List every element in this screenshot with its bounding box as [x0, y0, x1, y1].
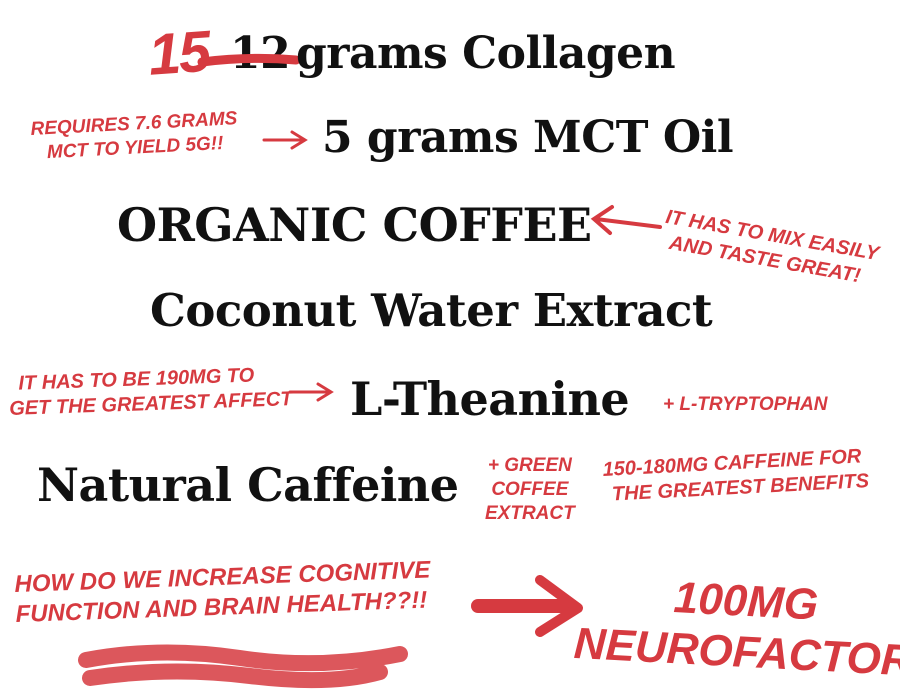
mct-label: 5 grams MCT Oil — [322, 112, 734, 163]
collagen-old-amount: 12 — [230, 28, 291, 79]
coffee-note: It has to mix easily and taste great! — [659, 205, 880, 292]
caffeine-addon-line: Extract — [485, 502, 575, 524]
arrow-left-icon — [590, 205, 662, 235]
caffeine-note: 150-180mg caffeine for the greatest bene… — [602, 444, 870, 508]
collagen-label: grams Collagen — [296, 28, 676, 79]
caffeine-label: Natural Caffeine — [37, 458, 459, 512]
arrow-right-icon — [288, 382, 334, 402]
caffeine-addon-line: + Green — [487, 455, 572, 476]
strikethrough-mark — [197, 53, 301, 67]
theanine-note: It has to be 190mg to get the greatest a… — [8, 362, 293, 422]
mct-note: Requires 7.6 grams MCT to yield 5g!! — [30, 107, 239, 165]
theanine-addon: + L-Tryptophan — [663, 394, 828, 415]
caffeine-addon: + Green Coffee Extract — [485, 454, 575, 525]
large-arrow-right-icon — [471, 575, 583, 637]
theanine-label: L-Theanine — [350, 372, 630, 426]
coffee-label: ORGANIC COFFEE — [117, 198, 592, 252]
caffeine-addon-line: Coffee — [491, 478, 569, 500]
neurofactor-answer: 100mg Neurofactor — [573, 568, 900, 687]
cognitive-question: How do we increase cognitive function an… — [14, 555, 432, 629]
coconut-label: Coconut Water Extract — [150, 284, 713, 337]
arrow-right-icon — [262, 130, 308, 150]
scribble-underline — [78, 644, 408, 689]
